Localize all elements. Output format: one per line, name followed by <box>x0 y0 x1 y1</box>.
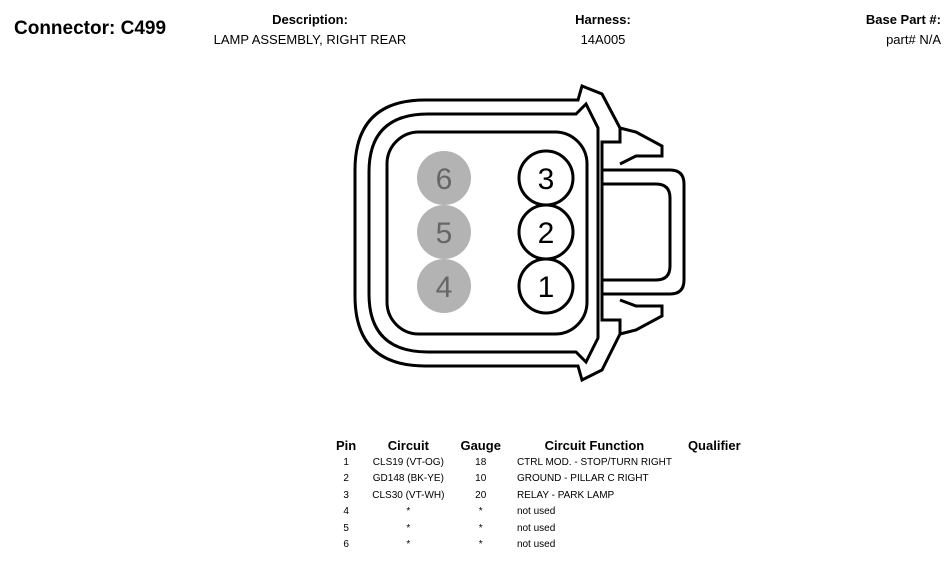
cell-qualifier <box>680 487 749 504</box>
cell-pin: 2 <box>343 473 349 485</box>
col-header-gauge: Gauge <box>460 437 501 453</box>
connector-face-diagram: 6 5 4 3 2 1 <box>353 83 686 383</box>
pin-cavity-circle <box>417 259 471 313</box>
pin-cavity-2: 2 <box>517 203 575 261</box>
cell-circuit: * <box>406 539 411 551</box>
table-row: 1 CLS19 (VT-OG) 18 CTRL MOD. - STOP/TURN… <box>328 454 749 471</box>
pin-cavity-6: 6 <box>417 151 471 205</box>
col-header-function: Circuit Function <box>544 437 645 453</box>
latch-inner <box>602 182 672 282</box>
latch-outer <box>602 168 686 296</box>
pin-number-label: 4 <box>436 271 453 304</box>
cell-gauge: * <box>478 522 483 534</box>
cell-circuit: CLS19 (VT-OG) <box>372 456 444 468</box>
base-part-value: part# N/A <box>886 32 941 47</box>
latch-ramp-lower <box>619 298 664 336</box>
pin-number-label: 3 <box>538 163 555 196</box>
description-label: Description: <box>272 12 348 27</box>
cell-circuit: * <box>406 506 411 518</box>
pin-number-label: 1 <box>538 271 555 304</box>
pin-number-label: 2 <box>538 217 555 250</box>
cell-qualifier <box>680 504 749 521</box>
table-row: 5 * * not used <box>328 520 749 537</box>
col-header-qualifier: Qualifier <box>687 437 741 453</box>
pin-cavity-3: 3 <box>517 149 575 207</box>
pin-cavity-5: 5 <box>417 205 471 259</box>
cell-circuit: CLS30 (VT-WH) <box>372 489 445 501</box>
pin-cavity-circle <box>417 151 471 205</box>
cell-pin: 4 <box>343 506 349 518</box>
cell-gauge: 20 <box>475 489 487 501</box>
connector-body <box>353 83 686 383</box>
table-row: 2 GD148 (BK-YE) 10 GROUND - PILLAR C RIG… <box>328 471 749 488</box>
cell-qualifier <box>680 537 749 554</box>
pinout-table: Pin Circuit Gauge Circuit Function Quali… <box>328 436 749 553</box>
harness-value: 14A005 <box>580 32 626 47</box>
pin-cavities: 6 5 4 3 2 1 <box>417 149 575 315</box>
cell-gauge: * <box>478 539 483 551</box>
cell-qualifier <box>680 454 749 471</box>
cell-qualifier <box>680 471 749 488</box>
cell-function: not used <box>516 506 556 518</box>
cell-pin: 3 <box>343 489 349 501</box>
cell-function: not used <box>516 539 556 551</box>
pin-number-label: 6 <box>436 163 453 196</box>
connector-outer-shell <box>353 83 622 383</box>
cell-function: not used <box>516 522 556 534</box>
connector-title: Connector: C499 <box>14 18 167 39</box>
connector-shell-inner-line <box>367 101 600 365</box>
cell-gauge: 18 <box>475 456 487 468</box>
cell-circuit: GD148 (BK-YE) <box>372 473 444 485</box>
cell-gauge: 10 <box>475 473 487 485</box>
pin-cavity-area <box>385 130 589 336</box>
cell-function: CTRL MOD. - STOP/TURN RIGHT <box>516 456 672 468</box>
description-value: LAMP ASSEMBLY, RIGHT REAR <box>213 32 407 47</box>
pin-cavity-circle <box>417 205 471 259</box>
pin-cavity-4: 4 <box>417 259 471 313</box>
table-row: 4 * * not used <box>328 504 749 521</box>
cell-pin: 6 <box>343 539 349 551</box>
harness-block: Harness: 14A005 <box>543 10 663 50</box>
cell-function: GROUND - PILLAR C RIGHT <box>516 473 649 485</box>
cell-qualifier <box>680 520 749 537</box>
cell-function: RELAY - PARK LAMP <box>516 489 615 501</box>
cell-circuit: * <box>406 522 411 534</box>
cell-pin: 1 <box>343 456 349 468</box>
latch-ramp <box>619 126 664 166</box>
table-header-row: Pin Circuit Gauge Circuit Function Quali… <box>328 436 749 454</box>
harness-label: Harness: <box>575 12 631 27</box>
base-part-block: Base Part #: part# N/A <box>866 10 941 50</box>
cell-gauge: * <box>478 506 483 518</box>
col-header-circuit: Circuit <box>387 437 429 453</box>
table-row: 3 CLS30 (VT-WH) 20 RELAY - PARK LAMP <box>328 487 749 504</box>
pin-cavity-circle <box>517 257 575 315</box>
cell-pin: 5 <box>343 522 349 534</box>
col-header-pin: Pin <box>336 437 357 453</box>
description-block: Description: LAMP ASSEMBLY, RIGHT REAR <box>190 10 430 50</box>
base-part-label: Base Part #: <box>865 12 941 27</box>
pin-cavity-1: 1 <box>517 257 575 315</box>
pin-number-label: 5 <box>436 217 453 250</box>
table-row: 6 * * not used <box>328 537 749 554</box>
